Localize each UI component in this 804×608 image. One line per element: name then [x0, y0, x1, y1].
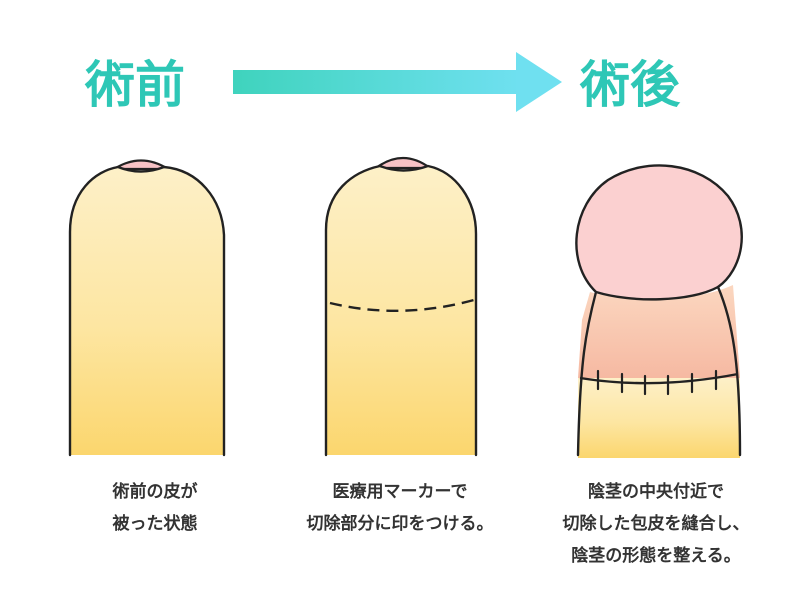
caption-before-line-1: 術前の皮が	[112, 482, 198, 502]
progress-arrow	[233, 52, 562, 112]
caption-marking: 医療用マーカーで 切除部分に印をつける。	[280, 476, 520, 540]
suture-stitches	[596, 369, 718, 396]
figure-before	[68, 159, 226, 457]
figure-marking	[324, 156, 478, 457]
heading-before: 術前	[84, 56, 185, 114]
caption-after: 陰茎の中央付近で 切除した包皮を縫合し、 陰茎の形態を整える。	[538, 476, 774, 572]
caption-marking-line-2: 切除部分に印をつける。	[306, 514, 494, 534]
caption-after-line-2: 切除した包皮を縫合し、	[562, 514, 750, 534]
caption-after-line-1: 陰茎の中央付近で	[588, 482, 724, 502]
caption-before-line-2: 被った状態	[112, 514, 198, 534]
caption-after-line-3: 陰茎の形態を整える。	[571, 546, 741, 566]
figure-after	[575, 164, 743, 458]
heading-after: 術後	[579, 56, 681, 114]
caption-marking-line-1: 医療用マーカーで	[332, 482, 468, 502]
caption-before: 術前の皮が 被った状態	[60, 476, 250, 540]
